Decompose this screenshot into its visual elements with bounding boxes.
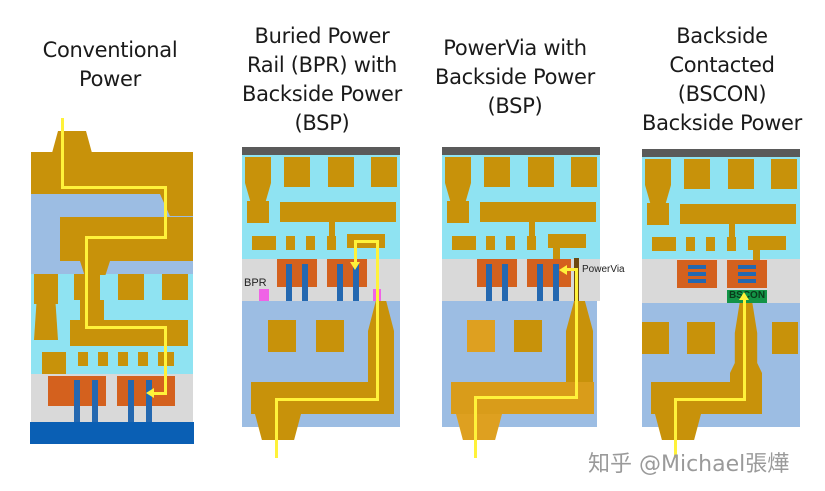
title-bpr-bsp: Buried Power Rail (BPR) with Backside Po… [242, 24, 402, 135]
arrow-up-icon [739, 292, 749, 300]
arrow-down-icon [350, 262, 360, 270]
buried-power-rail [259, 289, 269, 301]
power-path [474, 396, 477, 458]
power-path [674, 398, 677, 458]
power-path [61, 118, 64, 188]
carrier-wafer [642, 149, 800, 157]
watermark: 知乎 @Michael張燁 [588, 452, 790, 477]
substrate [30, 422, 194, 444]
bpr-label: BPR [244, 277, 267, 289]
arrow-left-icon [146, 388, 154, 398]
arrow-left-icon [559, 265, 567, 275]
powervia-label: PowerVia [582, 264, 625, 275]
power-path [275, 398, 278, 458]
title-powervia-bsp: PowerVia with Backside Power (BSP) [435, 36, 595, 118]
carrier-wafer [242, 147, 400, 155]
title-conventional-power: Conventional Power [42, 38, 178, 91]
carrier-wafer [442, 147, 600, 155]
title-bscon-bsp: Backside Contacted (BSCON) Backside Powe… [642, 24, 802, 135]
